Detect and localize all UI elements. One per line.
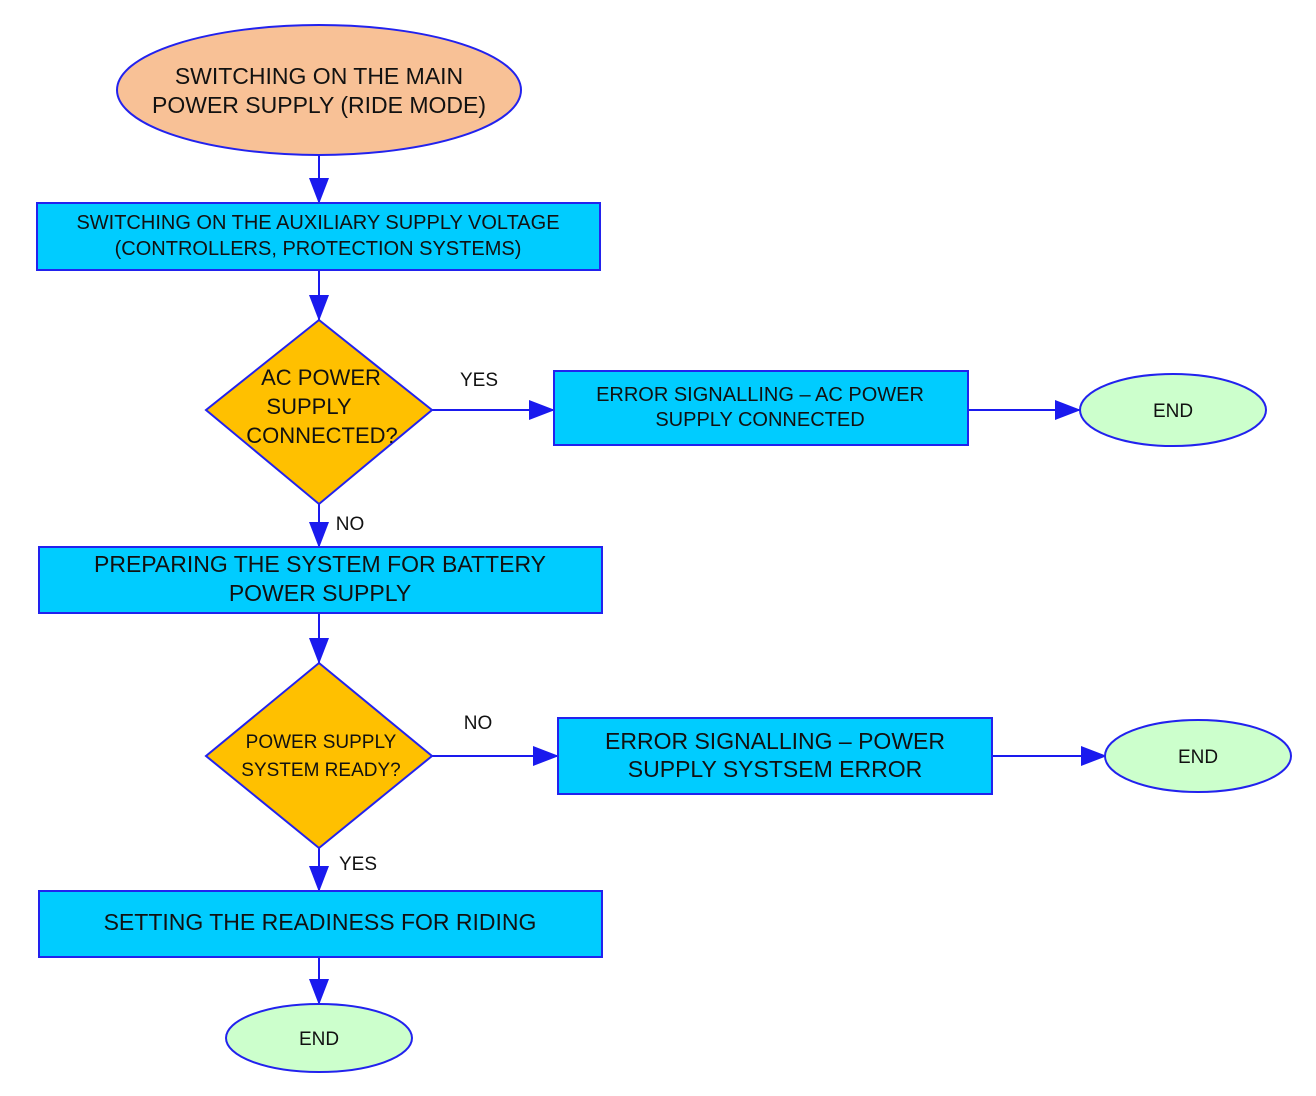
edge-label-ready-no: NO xyxy=(464,713,493,734)
ride-readiness-process: SETTING THE READINESS FOR RIDING xyxy=(38,890,603,958)
power-ready-diamond xyxy=(204,661,434,850)
start-ellipse xyxy=(116,24,522,156)
aux-supply-box xyxy=(36,202,601,271)
end-ellipse-final xyxy=(225,1003,413,1073)
connectors xyxy=(309,155,1107,1005)
edge-label-ac-yes: YES xyxy=(460,370,498,391)
power-ready-text-line1: POWER SUPPLY xyxy=(246,732,397,753)
ps-error-process: ERROR SIGNALLING – POWER SUPPLY SYSTSEM … xyxy=(557,717,993,795)
aux-supply-text-line2: (CONTROLLERS, PROTECTION SYSTEMS) xyxy=(115,238,522,260)
end-ellipse-ac xyxy=(1079,373,1267,447)
prepare-battery-process: PREPARING THE SYSTEM FOR BATTERY POWER S… xyxy=(38,546,603,614)
prepare-battery-box xyxy=(38,546,603,614)
prepare-battery-text-line2: POWER SUPPLY xyxy=(229,580,411,606)
edge-label-ready-yes: YES xyxy=(339,854,377,875)
ride-readiness-box xyxy=(38,890,603,958)
end-text-ps: END xyxy=(1178,747,1218,768)
start-text-line2: POWER SUPPLY (RIDE MODE) xyxy=(152,92,486,118)
ac-error-process: ERROR SIGNALLING – AC POWER SUPPLY CONNE… xyxy=(553,370,969,446)
end-node-final: END xyxy=(225,1003,413,1073)
ps-error-box xyxy=(557,717,993,795)
ac-power-text-line2: SUPPLY xyxy=(266,394,352,419)
prepare-battery-text-line1: PREPARING THE SYSTEM FOR BATTERY xyxy=(94,551,546,577)
end-ellipse-ps xyxy=(1104,719,1292,793)
ac-error-text-line2: SUPPLY CONNECTED xyxy=(655,409,864,431)
ac-error-text-line1: ERROR SIGNALLING – AC POWER xyxy=(596,384,924,406)
ac-power-text-line3: CONNECTED? xyxy=(246,423,398,448)
ac-power-text-line1: AC POWER xyxy=(261,365,381,390)
ps-error-text-line1: ERROR SIGNALLING – POWER xyxy=(605,728,945,754)
end-node-ac: END xyxy=(1079,373,1267,447)
ride-readiness-text: SETTING THE READINESS FOR RIDING xyxy=(104,909,537,935)
ps-error-text-line2: SUPPLY SYSTSEM ERROR xyxy=(628,756,922,782)
ac-power-diamond xyxy=(204,318,434,506)
start-text-line1: SWITCHING ON THE MAIN xyxy=(175,63,463,89)
ac-error-box xyxy=(553,370,969,446)
start-node: SWITCHING ON THE MAIN POWER SUPPLY (RIDE… xyxy=(116,24,522,156)
end-text-final: END xyxy=(299,1029,339,1050)
end-node-ps: END xyxy=(1104,719,1292,793)
power-ready-text-line2: SYSTEM READY? xyxy=(241,760,400,781)
ac-power-decision: AC POWER SUPPLY CONNECTED? xyxy=(204,318,434,506)
power-ready-decision: POWER SUPPLY SYSTEM READY? xyxy=(204,661,434,850)
edge-label-ac-no: NO xyxy=(336,514,365,535)
end-text-ac: END xyxy=(1153,401,1193,422)
aux-supply-text-line1: SWITCHING ON THE AUXILIARY SUPPLY VOLTAG… xyxy=(76,212,559,234)
aux-supply-process: SWITCHING ON THE AUXILIARY SUPPLY VOLTAG… xyxy=(36,202,601,271)
